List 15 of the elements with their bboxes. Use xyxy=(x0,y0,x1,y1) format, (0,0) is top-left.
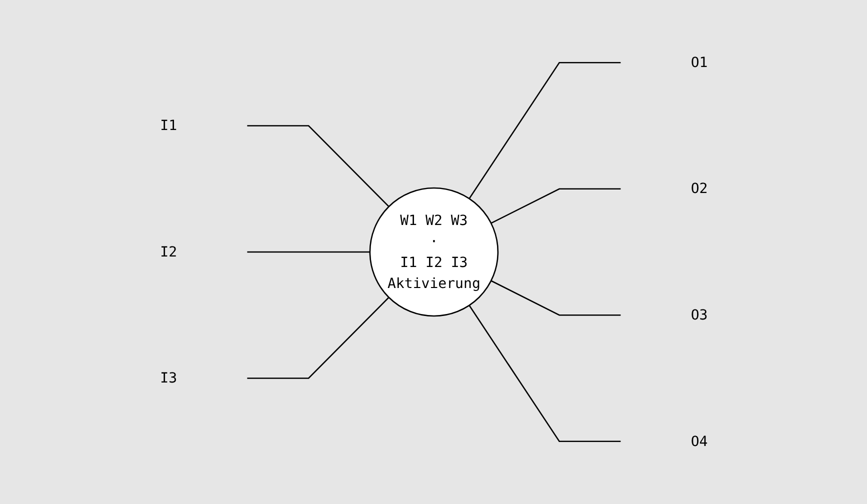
node-text: O2 xyxy=(690,180,708,197)
node-text: I1 xyxy=(160,116,177,134)
node-text: I3 xyxy=(160,369,177,386)
connector xyxy=(468,62,620,199)
connector xyxy=(490,188,620,224)
node-text: O3 xyxy=(690,306,708,324)
connector xyxy=(490,280,620,316)
node-circle: W1 W2 W3 · I1 I2 I3 Aktivierung xyxy=(368,187,498,317)
node-text: O4 xyxy=(690,432,708,450)
node-text: I2 xyxy=(160,243,177,260)
connector xyxy=(246,251,370,253)
node-text: O1 xyxy=(690,54,708,70)
connector xyxy=(246,296,389,379)
connector xyxy=(468,304,620,442)
connector xyxy=(246,125,389,208)
